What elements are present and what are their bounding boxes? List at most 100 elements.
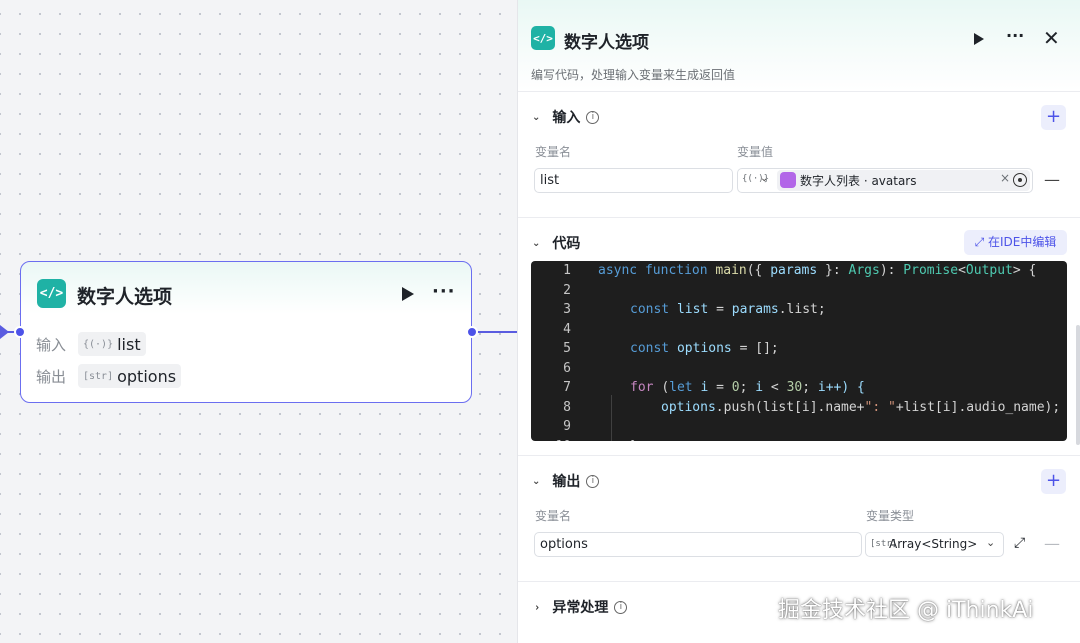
watermark: 掘金技术社区 @ iThinkAi bbox=[778, 598, 1034, 623]
code-node-card[interactable]: </> 数字人选项 ··· 输入 {(·)} list 输出 [str] opt… bbox=[14, 261, 478, 403]
play-icon[interactable] bbox=[973, 32, 985, 46]
error-section-header[interactable]: ⌄ 异常处理 i bbox=[530, 597, 628, 617]
panel-title[interactable]: 数字人选项 bbox=[564, 33, 649, 53]
code-icon: </> bbox=[531, 26, 555, 50]
node-config-panel: </> 数字人选项 ··· ✕ 编写代码，处理输入变量来生成返回值 ⌄ 输入 i… bbox=[517, 0, 1080, 643]
code-line: 6 bbox=[531, 361, 571, 381]
chevron-down-icon[interactable]: ⌄ bbox=[532, 237, 541, 249]
edit-in-ide-label: 在IDE中编辑 bbox=[988, 235, 1057, 249]
output-col-type: 变量类型 bbox=[866, 509, 915, 523]
node-output-row: 输出 [str] options bbox=[36, 364, 182, 388]
input-section-title: 输入 bbox=[552, 110, 581, 126]
more-icon[interactable]: ··· bbox=[1006, 26, 1025, 45]
input-var-value-field[interactable]: {(·)} ⌄ 数字人列表 · avatars × bbox=[737, 168, 1033, 193]
line-number: 6 bbox=[563, 360, 571, 376]
panel-description[interactable]: 编写代码，处理输入变量来生成返回值 bbox=[531, 68, 736, 82]
code-text: for (let i = 0; i < 30; i++) { bbox=[630, 380, 865, 395]
node-output-port[interactable] bbox=[466, 326, 478, 338]
output-section-title: 输出 bbox=[552, 474, 581, 490]
code-line: 5 const options = []; bbox=[531, 341, 779, 361]
chevron-right-icon[interactable]: ⌄ bbox=[530, 602, 542, 612]
string-array-type-icon: [str] bbox=[870, 539, 898, 549]
node-input-port[interactable] bbox=[14, 326, 26, 338]
input-section-header[interactable]: ⌄ 输入 i bbox=[532, 107, 600, 127]
target-icon[interactable] bbox=[1013, 173, 1027, 187]
line-number: 4 bbox=[563, 321, 571, 337]
string-array-type-icon: [str] bbox=[83, 370, 114, 382]
line-number: 1 bbox=[563, 263, 571, 278]
node-input-chip: {(·)} list bbox=[78, 332, 146, 356]
node-title: 数字人选项 bbox=[77, 286, 173, 308]
remove-output-button[interactable]: — bbox=[1044, 534, 1060, 553]
outgoing-edge bbox=[473, 331, 518, 333]
node-input-row: 输入 {(·)} list bbox=[36, 332, 146, 356]
divider bbox=[518, 581, 1080, 582]
info-icon[interactable]: i bbox=[586, 474, 600, 488]
code-line: 4 bbox=[531, 322, 571, 342]
input-col-value: 变量值 bbox=[737, 145, 774, 159]
code-icon: </> bbox=[37, 279, 66, 308]
incoming-edge bbox=[0, 331, 20, 333]
code-text: } bbox=[630, 439, 638, 442]
chevron-down-icon[interactable]: ⌄ bbox=[760, 173, 769, 184]
indent-guide bbox=[611, 395, 612, 441]
variable-reference-chip[interactable]: 数字人列表 · avatars × bbox=[777, 170, 1030, 191]
close-icon[interactable]: ✕ bbox=[1043, 26, 1060, 50]
object-type-icon: {(·)} bbox=[83, 338, 114, 350]
output-type-value: Array<String> bbox=[889, 537, 978, 551]
object-type-icon[interactable]: {(·)} bbox=[742, 174, 770, 184]
output-section-header[interactable]: ⌄ 输出 i bbox=[532, 471, 600, 491]
node-output-label: 输出 bbox=[36, 367, 67, 386]
node-output-chip: [str] options bbox=[78, 364, 182, 388]
line-number: 5 bbox=[563, 341, 571, 356]
line-number: 10 bbox=[531, 439, 571, 442]
code-text: const list = params.list; bbox=[630, 302, 826, 317]
code-line: 8 options.push(list[i].name+": "+list[i]… bbox=[531, 399, 1060, 420]
chevron-down-icon: ⌄ bbox=[986, 536, 996, 549]
chevron-down-icon[interactable]: ⌄ bbox=[532, 475, 541, 487]
chevron-down-icon[interactable]: ⌄ bbox=[532, 111, 541, 123]
output-type-select[interactable]: [str] Array<String> ⌄ bbox=[865, 532, 1004, 557]
panel-header: </> 数字人选项 ··· ✕ 编写代码，处理输入变量来生成返回值 bbox=[518, 0, 1080, 92]
code-line: 1 async function main({ params }: Args):… bbox=[531, 263, 1036, 283]
code-section-header[interactable]: ⌄ 代码 bbox=[532, 233, 580, 253]
more-icon[interactable]: ··· bbox=[432, 281, 456, 302]
info-icon[interactable]: i bbox=[586, 110, 600, 124]
code-line: 3 const list = params.list; bbox=[531, 302, 826, 322]
clear-icon[interactable]: × bbox=[1000, 171, 1011, 185]
line-number: 2 bbox=[563, 282, 571, 298]
code-line: 2 bbox=[531, 283, 571, 303]
node-input-name: list bbox=[117, 334, 141, 354]
code-editor[interactable]: 1 async function main({ params }: Args):… bbox=[531, 261, 1067, 441]
code-line: 9 bbox=[531, 419, 571, 439]
remove-input-button[interactable]: — bbox=[1044, 170, 1060, 189]
code-line: 10 } bbox=[531, 439, 637, 442]
node-input-label: 输入 bbox=[36, 335, 67, 354]
edit-in-ide-button[interactable]: ⤢ 在IDE中编辑 bbox=[964, 230, 1067, 255]
code-section-title: 代码 bbox=[552, 236, 581, 252]
panel-scrollbar[interactable] bbox=[1076, 325, 1080, 445]
expand-icon: ⤢ bbox=[974, 235, 989, 249]
cube-icon bbox=[780, 172, 796, 188]
output-var-name-field[interactable]: options bbox=[534, 532, 862, 557]
code-line: 7 for (let i = 0; i < 30; i++) { bbox=[531, 380, 865, 400]
play-icon[interactable] bbox=[401, 286, 415, 302]
incoming-edge-arrow bbox=[0, 325, 9, 339]
divider bbox=[518, 217, 1080, 218]
line-number: 7 bbox=[563, 380, 571, 395]
add-output-button[interactable]: + bbox=[1041, 469, 1066, 494]
error-section-title: 异常处理 bbox=[552, 600, 609, 616]
code-text: async function main({ params }: Args): P… bbox=[598, 263, 1037, 278]
node-output-name: options bbox=[117, 366, 177, 386]
line-number: 8 bbox=[563, 399, 571, 415]
code-text: options.push(list[i].name+": "+list[i].a… bbox=[661, 399, 1061, 415]
add-input-button[interactable]: + bbox=[1041, 105, 1066, 130]
code-text: const options = []; bbox=[630, 341, 779, 356]
output-col-name: 变量名 bbox=[535, 509, 572, 523]
variable-reference-text: 数字人列表 · avatars bbox=[800, 174, 917, 188]
line-number: 9 bbox=[563, 419, 571, 434]
expand-icon[interactable]: ⤢ bbox=[1014, 535, 1026, 551]
divider bbox=[518, 455, 1080, 456]
input-var-name-field[interactable]: list bbox=[534, 168, 733, 193]
info-icon[interactable]: i bbox=[614, 600, 628, 614]
